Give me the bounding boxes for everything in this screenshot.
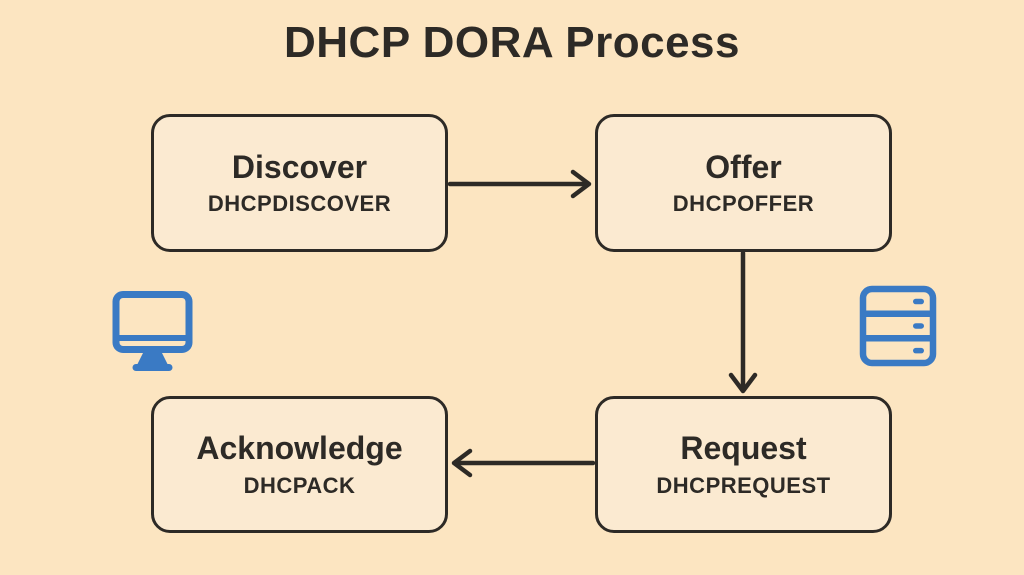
arrow-discover-to-offer (447, 169, 592, 199)
node-offer-title: Offer (705, 148, 782, 185)
node-discover: Discover DHCPDISCOVER (151, 114, 448, 252)
dhcp-server-icon (859, 285, 937, 367)
node-discover-title: Discover (231, 148, 368, 185)
client-monitor-icon (112, 291, 193, 371)
diagram-title: DHCP DORA Process (284, 18, 740, 67)
node-offer: Offer DHCPOFFER (595, 114, 892, 252)
node-acknowledge-message: DHCPACK (243, 472, 356, 498)
arrow-request-to-acknowledge (451, 448, 596, 478)
node-request-message: DHCPREQUEST (656, 472, 831, 498)
node-acknowledge: Acknowledge DHCPACK (151, 396, 448, 533)
node-request: Request DHCPREQUEST (595, 396, 892, 533)
node-acknowledge-title: Acknowledge (196, 430, 403, 467)
arrow-offer-to-request (728, 250, 758, 394)
node-request-title: Request (680, 430, 807, 467)
node-discover-message: DHCPDISCOVER (207, 191, 392, 216)
node-offer-message: DHCPOFFER (672, 191, 815, 216)
